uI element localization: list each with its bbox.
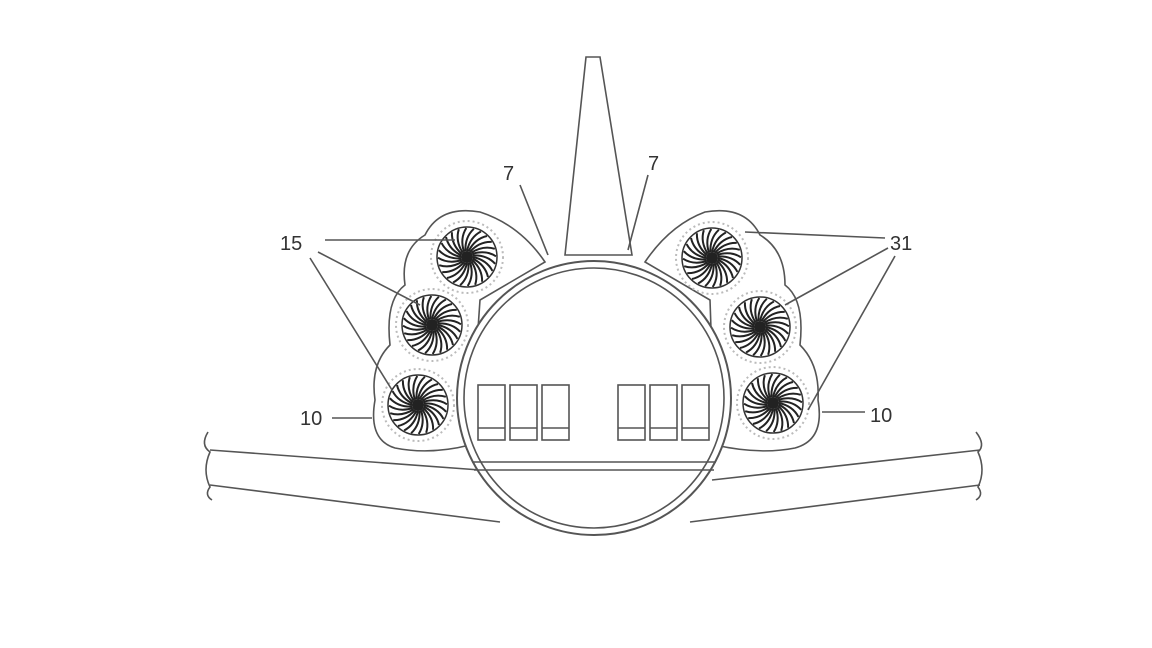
left-wing	[203, 431, 501, 523]
engine-fan	[675, 221, 749, 295]
seats-right	[617, 384, 710, 441]
engine-fan	[736, 366, 810, 440]
nacelle-right	[643, 209, 821, 452]
leader-lines	[309, 174, 896, 419]
cabin-floor	[472, 461, 716, 471]
label-nacelle-right: 10	[870, 405, 892, 427]
label-engines-right: 31	[890, 233, 912, 255]
nacelle-left	[372, 209, 547, 452]
right-wing	[689, 431, 983, 523]
engine-fan	[395, 288, 469, 362]
engine-group-left	[381, 220, 504, 442]
label-pylon-right: 7	[648, 153, 659, 175]
label-nacelle-left: 10	[300, 408, 322, 430]
seats-left	[477, 384, 570, 441]
label-pylon-left: 7	[503, 163, 514, 185]
engine-fan	[381, 368, 455, 442]
label-engines-left: 15	[280, 233, 302, 255]
fuselage-inner	[463, 267, 725, 529]
fuselage-outer	[456, 260, 732, 536]
engine-fan	[723, 290, 797, 364]
engine-group-right	[675, 221, 810, 440]
tail-fin	[564, 56, 633, 256]
engine-fan	[430, 220, 504, 294]
